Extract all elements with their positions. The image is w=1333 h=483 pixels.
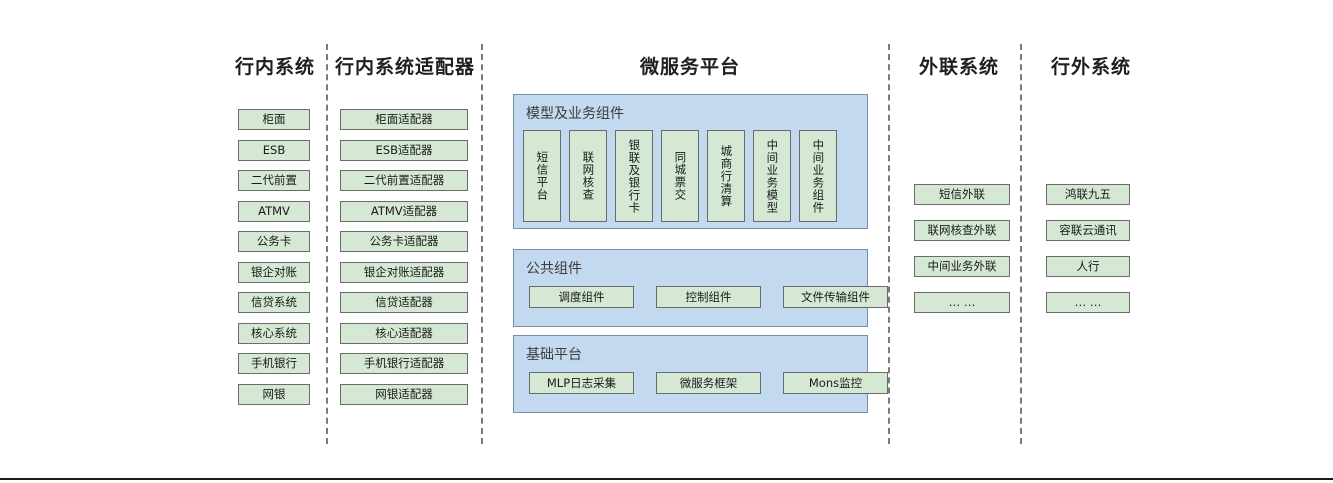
node-in-bank-adapters-9[interactable]: 手机银行适配器: [340, 353, 468, 374]
node-off-bank-systems-2[interactable]: 容联云通讯: [1046, 220, 1130, 241]
node-in-bank-systems-7[interactable]: 信贷系统: [238, 292, 310, 313]
node-external-link-systems-3[interactable]: 中间业务外联: [914, 256, 1010, 277]
column-divider-2: [481, 44, 483, 444]
node-in-bank-systems-9[interactable]: 手机银行: [238, 353, 310, 374]
node-model-business-components-6[interactable]: 中间业务模型: [753, 130, 791, 222]
node-in-bank-adapters-2[interactable]: ESB适配器: [340, 139, 468, 161]
column-title-in-bank-adapters: 行内系统适配器: [334, 56, 475, 78]
node-in-bank-systems-4[interactable]: ATMV: [238, 200, 310, 222]
node-model-business-components-2[interactable]: 联网核查: [569, 130, 607, 222]
node-in-bank-adapters-3[interactable]: 二代前置适配器: [340, 170, 468, 191]
node-external-link-systems-2[interactable]: 联网核查外联: [914, 220, 1010, 241]
column-title-in-bank-systems: 行内系统: [234, 56, 315, 78]
node-public-components-3[interactable]: 文件传输组件: [783, 286, 888, 308]
column-divider-4: [1020, 44, 1022, 444]
node-in-bank-systems-10[interactable]: 网银: [238, 383, 310, 405]
node-in-bank-adapters-1[interactable]: 柜面适配器: [340, 109, 468, 130]
column-title-off-bank-systems: 行外系统: [1050, 56, 1131, 78]
node-in-bank-adapters-4[interactable]: ATMV适配器: [340, 200, 468, 222]
node-model-business-components-3[interactable]: 银联及银行卡: [615, 130, 653, 222]
panel-title-base-platform: 基础平台: [526, 347, 582, 363]
node-in-bank-adapters-8[interactable]: 核心适配器: [340, 322, 468, 344]
node-in-bank-adapters-7[interactable]: 信贷适配器: [340, 292, 468, 313]
node-in-bank-adapters-6[interactable]: 银企对账适配器: [340, 261, 468, 283]
platform-title: 微服务平台: [639, 56, 740, 78]
node-in-bank-systems-2[interactable]: ESB: [238, 139, 310, 161]
node-base-platform-2[interactable]: 微服务框架: [656, 372, 761, 394]
node-model-business-components-4[interactable]: 同城票交: [661, 130, 699, 222]
node-off-bank-systems-3[interactable]: 人行: [1046, 256, 1130, 277]
node-public-components-1[interactable]: 调度组件: [529, 286, 634, 308]
node-public-components-2[interactable]: 控制组件: [656, 286, 761, 308]
node-external-link-systems-1[interactable]: 短信外联: [914, 184, 1010, 205]
node-model-business-components-7[interactable]: 中间业务组件: [799, 130, 837, 222]
node-in-bank-systems-6[interactable]: 银企对账: [238, 261, 310, 283]
column-divider-3: [888, 44, 890, 444]
node-in-bank-systems-5[interactable]: 公务卡: [238, 231, 310, 252]
node-model-business-components-5[interactable]: 城商行清算: [707, 130, 745, 222]
node-in-bank-adapters-10[interactable]: 网银适配器: [340, 383, 468, 405]
node-model-business-components-1[interactable]: 短信平台: [523, 130, 561, 222]
column-divider-1: [326, 44, 328, 444]
node-base-platform-3[interactable]: Mons监控: [783, 372, 888, 394]
node-in-bank-systems-8[interactable]: 核心系统: [238, 322, 310, 344]
node-in-bank-systems-3[interactable]: 二代前置: [238, 170, 310, 191]
bottom-rule: [0, 478, 1333, 480]
node-base-platform-1[interactable]: MLP日志采集: [529, 372, 634, 394]
node-in-bank-adapters-5[interactable]: 公务卡适配器: [340, 231, 468, 252]
node-in-bank-systems-1[interactable]: 柜面: [238, 109, 310, 130]
node-off-bank-systems-1[interactable]: 鸿联九五: [1046, 184, 1130, 205]
node-external-link-systems-4[interactable]: … …: [914, 292, 1010, 313]
column-title-external-link-systems: 外联系统: [918, 56, 999, 78]
panel-title-public-components: 公共组件: [526, 261, 582, 277]
node-off-bank-systems-4[interactable]: … …: [1046, 292, 1130, 313]
panel-title-model-business-components: 模型及业务组件: [526, 106, 624, 122]
